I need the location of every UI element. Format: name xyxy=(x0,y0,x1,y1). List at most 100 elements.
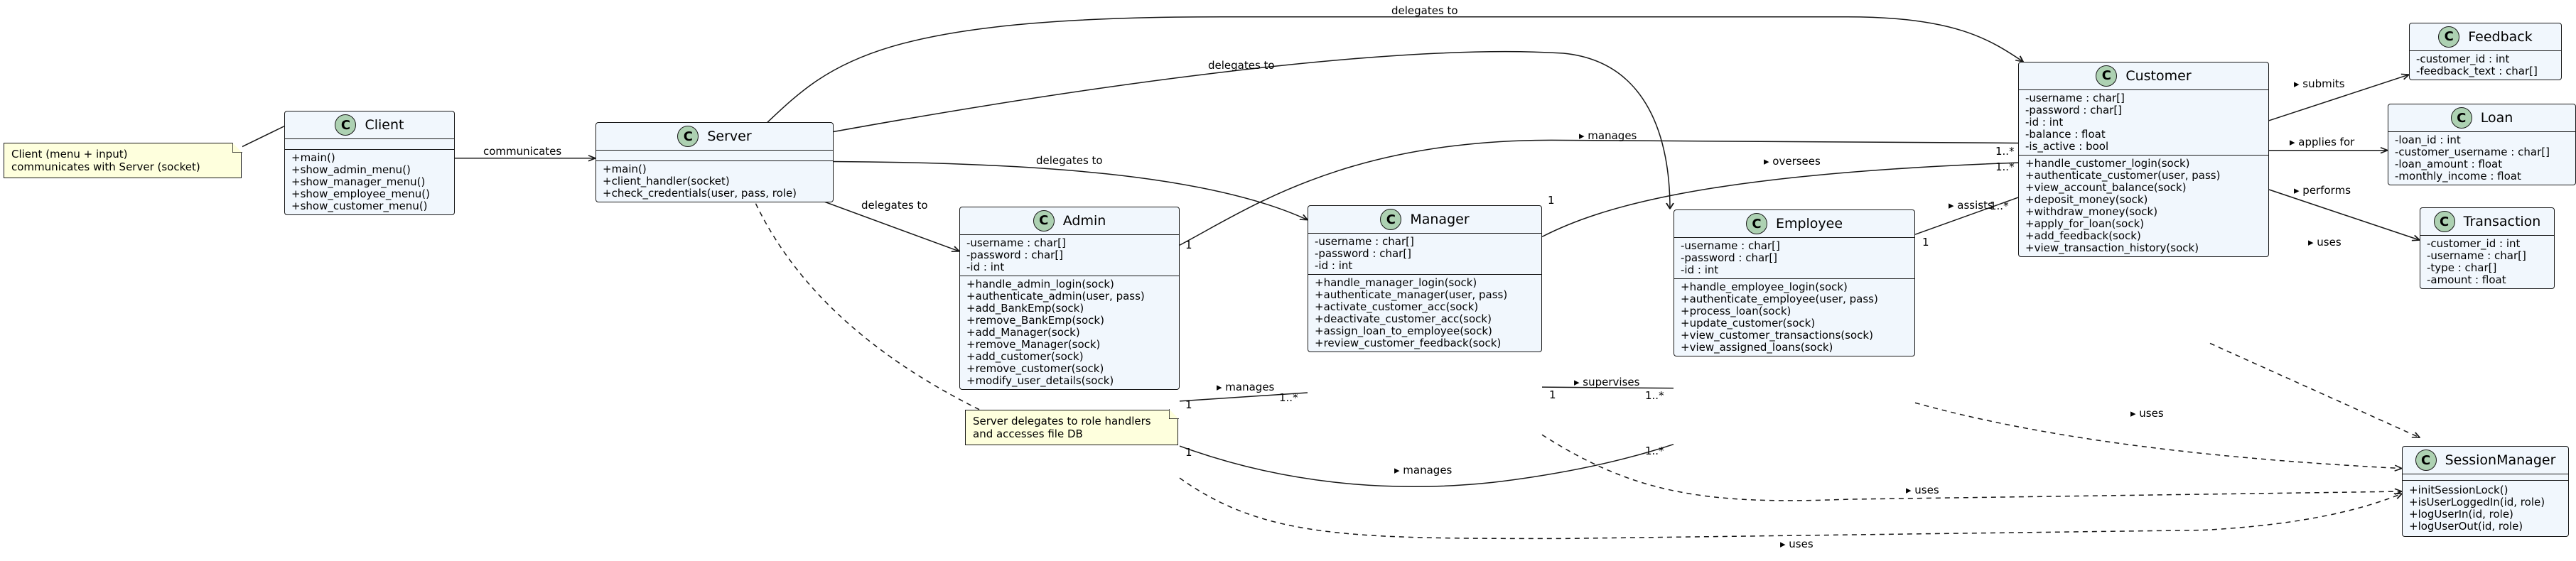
attribute: -password : char[] xyxy=(1315,247,1412,261)
class-badge-icon: C xyxy=(2415,450,2437,471)
method: +show_manager_menu() xyxy=(291,175,426,189)
method: +logUserOut(id, role) xyxy=(2409,520,2523,533)
method: +authenticate_employee(user, pass) xyxy=(1681,293,1878,306)
class-name: Server xyxy=(707,129,752,145)
class-header: C SessionManager xyxy=(2403,447,2568,474)
method: +handle_employee_login(sock) xyxy=(1681,280,1848,294)
method: +add_feedback(sock) xyxy=(2025,229,2141,242)
edge-manager-employee xyxy=(1542,387,1674,388)
class-badge-icon: C xyxy=(677,126,699,148)
attributes-section: -username : char[] -password : char[] -i… xyxy=(2019,89,2268,155)
edge-server-admin xyxy=(807,195,959,251)
label-communicates: communicates xyxy=(483,144,562,158)
attributes-section: -customer_id : int -feedback_text : char… xyxy=(2410,50,2561,80)
attribute: -balance : float xyxy=(2025,127,2106,141)
mult-employee-customer-near: 1 xyxy=(1922,235,1929,249)
server-note: Server delegates to role handlers and ac… xyxy=(965,409,1179,445)
class-badge-icon: C xyxy=(335,114,357,136)
class-badge-icon: C xyxy=(2450,107,2472,129)
edge-admin-session xyxy=(1180,478,2402,538)
attribute: -loan_id : int xyxy=(2395,134,2461,147)
method: +authenticate_customer(user, pass) xyxy=(2025,168,2221,182)
method: +assign_loan_to_employee(sock) xyxy=(1315,325,1492,338)
method: +remove_customer(sock) xyxy=(966,361,1104,375)
label-customer-feedback: ▸ submits xyxy=(2294,77,2345,91)
attribute: -username : char[] xyxy=(2427,249,2526,263)
label-server-admin: delegates to xyxy=(861,199,928,212)
class-badge-icon: C xyxy=(2438,26,2460,48)
method: +activate_customer_acc(sock) xyxy=(1315,300,1479,314)
label-admin-session: ▸ uses xyxy=(1780,537,1814,550)
attribute: -id : int xyxy=(1681,263,1719,277)
class-name: Customer xyxy=(2125,67,2192,84)
attribute: -feedback_text : char[] xyxy=(2416,64,2538,77)
attribute: -username : char[] xyxy=(1681,239,1780,253)
methods-section: +main() +client_handler(socket) +check_c… xyxy=(596,160,833,202)
methods-section: +handle_employee_login(sock) +authentica… xyxy=(1674,278,1914,356)
class-client: C Client +main() +show_admin_menu() +show… xyxy=(284,111,455,216)
client-note-connector xyxy=(242,126,284,147)
method: +view_transaction_history(sock) xyxy=(2025,241,2199,254)
method: +show_customer_menu() xyxy=(291,200,428,213)
method: +handle_customer_login(sock) xyxy=(2025,156,2190,170)
methods-section: +main() +show_admin_menu() +show_manager… xyxy=(285,149,454,214)
label-server-customer: delegates to xyxy=(1391,4,1458,18)
edge-server-manager xyxy=(833,162,1308,220)
method: +handle_admin_login(sock) xyxy=(966,277,1114,290)
method: +authenticate_admin(user, pass) xyxy=(966,289,1145,303)
client-note: Client (menu + input) communicates with … xyxy=(4,142,242,179)
mult-manager-customer-near: 1 xyxy=(1548,194,1555,207)
method: +main() xyxy=(291,151,335,165)
class-name: Admin xyxy=(1062,212,1106,229)
method: +view_assigned_loans(sock) xyxy=(1681,341,1833,354)
method: +check_credentials(user, pass, role) xyxy=(603,187,797,200)
attribute: -id : int xyxy=(1315,259,1353,273)
method: +main() xyxy=(603,163,647,176)
attribute: -password : char[] xyxy=(2025,103,2123,116)
mult-admin-manager-near: 1 xyxy=(1185,398,1192,411)
attribute: -loan_amount : float xyxy=(2395,158,2503,171)
class-name: Client xyxy=(365,117,404,134)
method: +view_account_balance(sock) xyxy=(2025,180,2187,194)
attribute: -customer_id : int xyxy=(2427,237,2521,251)
mult-manager-employee-far: 1..* xyxy=(1645,389,1664,403)
attributes-section xyxy=(2403,474,2568,480)
label-customer-session: ▸ uses xyxy=(2308,235,2341,249)
method: +initSessionLock() xyxy=(2409,484,2508,496)
class-badge-icon: C xyxy=(1033,209,1055,232)
method: +logUserIn(id, role) xyxy=(2409,508,2513,521)
class-name: Loan xyxy=(2480,110,2513,126)
method: +apply_for_loan(sock) xyxy=(2025,217,2145,230)
edge-server-customer xyxy=(767,17,2023,123)
method: +update_customer(sock) xyxy=(1681,317,1816,330)
mult-admin-customer-near: 1 xyxy=(1185,238,1192,251)
methods-section: +handle_admin_login(sock) +authenticate_… xyxy=(960,275,1179,389)
edge-manager-session xyxy=(1542,435,2402,501)
attributes-section xyxy=(285,138,454,149)
method: +review_customer_feedback(sock) xyxy=(1315,337,1502,350)
method: +withdraw_money(sock) xyxy=(2025,205,2158,218)
mult-admin-manager-far: 1..* xyxy=(1279,391,1298,405)
method: +authenticate_manager(user, pass) xyxy=(1315,288,1508,302)
attribute: -id : int xyxy=(966,260,1005,273)
attribute: -type : char[] xyxy=(2427,261,2497,275)
label-customer-loan: ▸ applies for xyxy=(2290,136,2355,149)
edge-employee-session xyxy=(1915,403,2402,468)
method: +handle_manager_login(sock) xyxy=(1315,276,1477,290)
attributes-section: -username : char[] -password : char[] -i… xyxy=(1308,233,1541,274)
class-name: SessionManager xyxy=(2445,452,2556,468)
label-admin-employee: ▸ manages xyxy=(1394,463,1453,476)
method: +add_customer(sock) xyxy=(966,349,1084,363)
edge-customer-transaction xyxy=(2269,190,2420,240)
label-employee-session: ▸ uses xyxy=(2130,406,2164,420)
attribute: -amount : float xyxy=(2427,273,2506,287)
label-server-manager: delegates to xyxy=(1036,154,1103,168)
mult-admin-employee-near: 1 xyxy=(1185,446,1192,459)
method: +add_BankEmp(sock) xyxy=(966,301,1084,315)
label-manager-session: ▸ uses xyxy=(1906,483,1939,496)
attribute: -customer_username : char[] xyxy=(2395,146,2550,159)
